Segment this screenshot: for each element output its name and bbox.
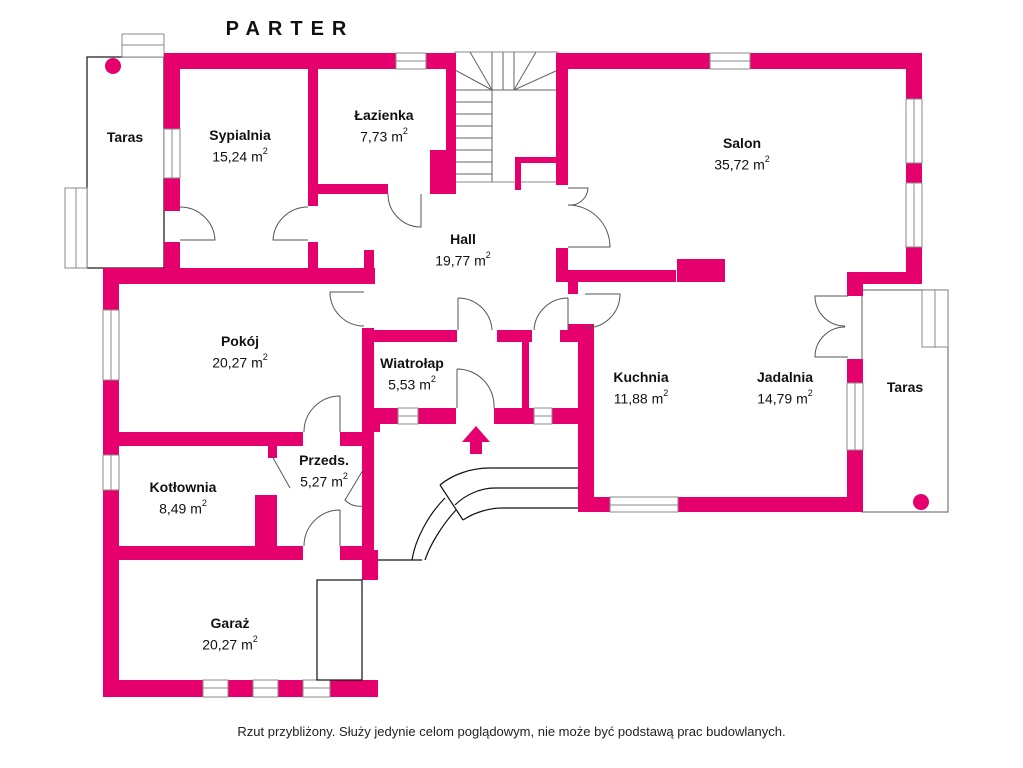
room-name: Hall	[450, 231, 476, 247]
room-name: Przeds.	[299, 452, 349, 468]
windows	[102, 52, 923, 698]
room-label-salon: Salon 35,72 m2	[714, 134, 770, 174]
garage-fixture	[316, 579, 363, 681]
terrace-left	[64, 33, 165, 269]
room-area: 7,73 m2	[360, 126, 408, 145]
room-label-taras-right: Taras	[887, 378, 923, 396]
room-name: Kotłownia	[149, 479, 217, 495]
room-name: Taras	[106, 129, 144, 145]
room-name: Garaż	[210, 615, 250, 631]
doors	[179, 187, 848, 547]
room-area: 5,53 m2	[388, 374, 436, 393]
room-label-kuchnia: Kuchnia 11,88 m2	[613, 368, 668, 408]
room-area: 14,79 m2	[757, 388, 813, 407]
room-name: Sypialnia	[209, 127, 271, 143]
room-name: Kuchnia	[613, 369, 669, 385]
room-name: Salon	[722, 135, 762, 151]
room-label-hall: Hall 19,77 m2	[435, 230, 491, 270]
room-name: Taras	[886, 379, 924, 395]
column-icon	[913, 494, 929, 510]
room-name: Jadalnia	[756, 369, 814, 385]
room-label-lazienka: Łazienka 7,73 m2	[354, 106, 413, 146]
room-label-taras-left: Taras	[107, 128, 143, 146]
room-name: Łazienka	[354, 107, 414, 123]
room-label-jadalnia: Jadalnia 14,79 m2	[757, 368, 813, 408]
entrance-arrow-icon	[462, 426, 490, 454]
room-area: 5,27 m2	[300, 471, 348, 490]
walls	[103, 53, 922, 697]
room-area: 15,24 m2	[212, 146, 268, 165]
room-label-sypialnia: Sypialnia 15,24 m2	[209, 126, 270, 166]
room-label-wiatrolap: Wiatrołap 5,53 m2	[380, 354, 444, 394]
room-area: 20,27 m2	[202, 634, 258, 653]
room-area: 20,27 m2	[212, 352, 268, 371]
room-area: 35,72 m2	[714, 154, 770, 173]
terrace-right	[861, 289, 949, 513]
room-label-kotlownia: Kotłownia 8,49 m2	[150, 478, 217, 518]
room-area: 19,77 m2	[435, 250, 491, 269]
room-area: 11,88 m2	[613, 388, 669, 407]
disclaimer-note: Rzut przybliżony. Służy jedynie celom po…	[237, 724, 786, 739]
room-label-pokoj: Pokój 20,27 m2	[212, 332, 268, 372]
entrance-steps	[378, 467, 578, 561]
floor-title: PARTER	[225, 18, 355, 40]
column-icon	[105, 58, 121, 74]
room-area: 8,49 m2	[159, 498, 207, 517]
room-name: Pokój	[220, 333, 260, 349]
room-name: Wiatrołap	[380, 355, 444, 371]
room-label-garaz: Garaż 20,27 m2	[202, 614, 258, 654]
room-label-przedsionek: Przeds. 5,27 m2	[299, 451, 349, 491]
